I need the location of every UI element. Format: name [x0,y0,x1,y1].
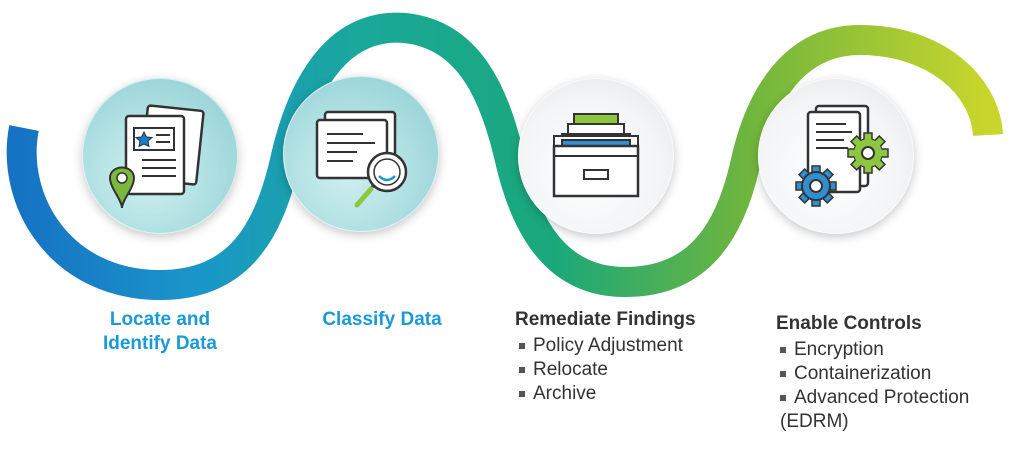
file-drawer-icon [552,113,640,198]
step-1-title-line2: Identify Data [102,333,218,354]
step-3-title: Remediate Findings [515,309,696,330]
list-item: Advanced Protection [776,386,969,410]
list-item: Policy Adjustment [515,334,683,358]
step-3-circle [518,78,674,234]
step-4-circle [758,78,914,234]
step-4-title: Enable Controls [776,313,922,334]
step-2-circle [283,76,439,232]
document-location-icon [108,104,205,209]
list-item: Relocate [515,358,683,382]
step-3-list: Policy Adjustment Relocate Archive [515,334,683,406]
step-4-list: Encryption Containerization Advanced Pro… [776,338,969,434]
list-item: Archive [515,382,683,406]
step-1-title-line1: Locate and [109,309,211,330]
step-1-circle [82,78,238,234]
step-1-title: Locate and Identify Data [60,308,260,356]
list-item-continuation: (EDRM) [780,411,849,432]
step-2-title: Classify Data [322,309,442,330]
list-item: Encryption [776,338,969,362]
list-item: Containerization [776,362,969,386]
document-gears-icon [795,104,889,207]
magnifier-document-icon [315,110,408,208]
